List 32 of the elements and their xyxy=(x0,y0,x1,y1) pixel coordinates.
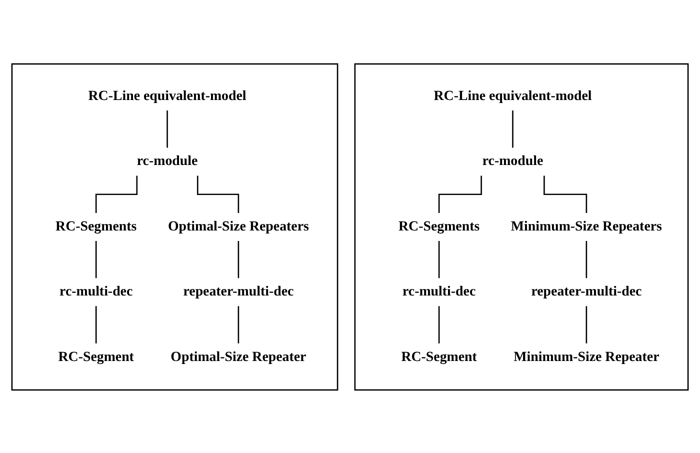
node-text: RC-Segment xyxy=(58,349,134,364)
node-text: Optimal-Size Repeaters xyxy=(168,218,309,234)
cluster xyxy=(354,62,689,390)
connector xyxy=(544,175,588,214)
node-text: Minimum-Size Repeaters xyxy=(510,218,662,234)
connector xyxy=(95,240,97,278)
connector xyxy=(95,306,97,344)
connector xyxy=(238,306,240,344)
node-text: RC-Segments xyxy=(56,218,137,234)
node-text: RC-Segments xyxy=(398,218,480,234)
connector xyxy=(438,306,440,344)
node-text: RC-Line equivalent-model xyxy=(88,88,246,104)
node-text: RC-Line equivalent-model xyxy=(434,88,592,104)
connector xyxy=(238,240,240,278)
node-text: Minimum-Size Repeater xyxy=(514,349,660,364)
node-text: repeater-multi-dec xyxy=(531,284,642,299)
node-text: Optimal-Size Repeater xyxy=(170,349,306,364)
node-text: repeater-multi-dec xyxy=(183,284,294,299)
node-text: RC-Segment xyxy=(401,349,477,364)
connector xyxy=(196,175,240,214)
node-text: rc-multi-dec xyxy=(60,284,133,299)
node-text: rc-module xyxy=(482,153,544,168)
connector xyxy=(438,240,440,278)
connector xyxy=(166,110,168,148)
connector xyxy=(512,110,514,148)
node-text: rc-multi-dec xyxy=(402,284,476,299)
connector xyxy=(586,306,588,344)
cluster xyxy=(11,62,338,390)
connector xyxy=(586,240,588,278)
connector xyxy=(438,175,482,214)
connector xyxy=(95,175,138,214)
node-text: rc-module xyxy=(136,153,198,168)
